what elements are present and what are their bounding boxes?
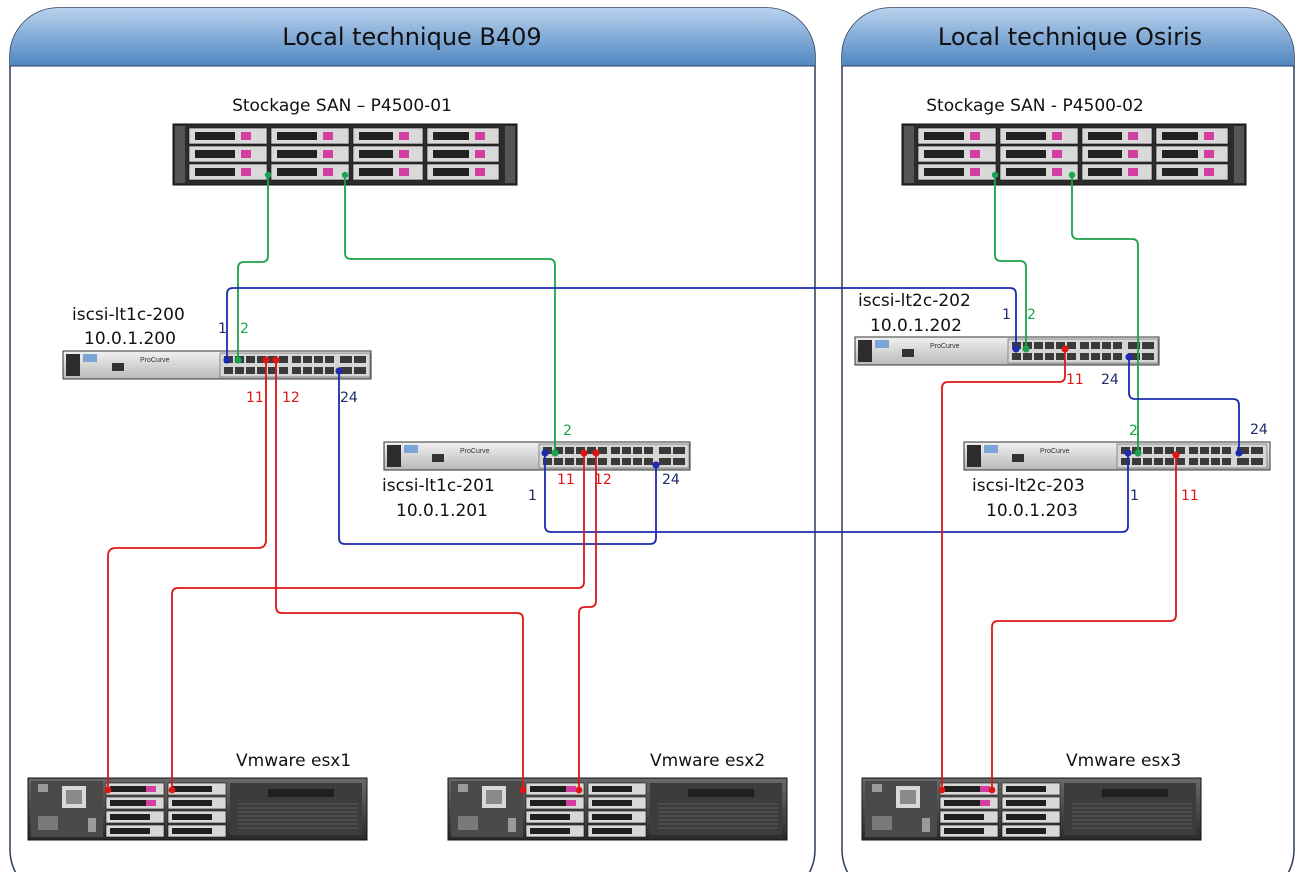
switch-iscsi-lt2c-202: iscsi-lt2c-202 10.0.1.202 ProCurve — [854, 291, 1160, 366]
sw201-port-12: 12 — [594, 472, 612, 488]
link-san2-sw203-p2 — [1071, 175, 1139, 453]
sw202-port-1: 1 — [1002, 307, 1011, 323]
sw202-port-11: 11 — [1066, 372, 1084, 388]
port-labels-sw203: 1 2 11 24 — [1129, 422, 1268, 504]
sw203-port-1: 1 — [1130, 488, 1139, 504]
link-sw201-p12-esx2 — [578, 453, 597, 790]
server-vmware-esx3: Vmware esx3 — [861, 751, 1202, 841]
port-labels-sw202: 1 2 11 24 — [1002, 307, 1119, 388]
link-sw200-p1-sw202-p1 — [226, 287, 1017, 360]
storage-links — [237, 175, 1139, 453]
storage-link-dots — [234, 171, 1142, 457]
sw202-port-24: 24 — [1101, 372, 1119, 388]
server-vmware-esx1: Vmware esx1 — [27, 751, 368, 841]
server-esx1-label: Vmware esx1 — [236, 751, 351, 771]
link-san1-sw201-p2 — [344, 175, 556, 453]
sw200-port-24: 24 — [340, 390, 358, 406]
switch-iscsi-lt1c-201: ProCurve iscsi-lt1c-201 10.0.1.201 — [382, 441, 691, 521]
sw201-port-24: 24 — [662, 472, 680, 488]
san-p4500-02: Stockage SAN - P4500-02 — [901, 96, 1247, 186]
room-title-osiris: Local technique Osiris — [938, 23, 1202, 51]
port-labels-sw200: 1 2 11 12 24 — [218, 321, 358, 406]
sw200-port-2: 2 — [240, 321, 249, 337]
server-esx2-label: Vmware esx2 — [650, 751, 765, 771]
room-osiris: Local technique Osiris — [841, 7, 1295, 872]
link-san2-sw202-p2 — [994, 175, 1027, 349]
link-san1-sw200-p2 — [237, 175, 269, 358]
sw201-port-2: 2 — [563, 423, 572, 439]
switch-200-brand: ProCurve — [140, 357, 170, 364]
san-p4500-01: Stockage SAN – P4500-01 — [172, 96, 518, 186]
switch-202-ip: 10.0.1.202 — [870, 316, 962, 336]
sw200-port-11: 11 — [246, 390, 264, 406]
san-p4500-02-label: Stockage SAN - P4500-02 — [926, 96, 1144, 116]
switch-202-name: iscsi-lt2c-202 — [858, 291, 971, 311]
link-sw203-p11-esx3 — [991, 455, 1177, 790]
san-p4500-01-label: Stockage SAN – P4500-01 — [232, 96, 452, 116]
switch-200-ip: 10.0.1.200 — [84, 329, 176, 349]
interswitch-link-dots — [223, 345, 1243, 469]
sw203-port-24: 24 — [1250, 422, 1268, 438]
room-title-b409: Local technique B409 — [282, 23, 541, 51]
switch-201-name: iscsi-lt1c-201 — [382, 476, 495, 496]
link-sw202-p11-esx3 — [941, 349, 1066, 790]
link-sw200-p11-esx1 — [107, 360, 267, 790]
switch-203-ip: 10.0.1.203 — [986, 501, 1078, 521]
server-link-dots — [104, 345, 1180, 794]
link-sw200-p24-sw201-p24 — [338, 371, 657, 545]
sw203-port-11: 11 — [1181, 488, 1199, 504]
switch-iscsi-lt1c-200: iscsi-lt1c-200 10.0.1.200 ProCurve — [62, 305, 372, 380]
interswitch-links — [226, 287, 1240, 545]
sw201-port-1: 1 — [528, 488, 537, 504]
sw201-port-11: 11 — [557, 472, 575, 488]
switch-203-brand: ProCurve — [1040, 448, 1070, 455]
sw200-port-12: 12 — [282, 390, 300, 406]
server-vmware-esx2: Vmware esx2 — [447, 751, 788, 841]
sw200-port-1: 1 — [218, 321, 227, 337]
switch-202-brand: ProCurve — [930, 343, 960, 350]
sw202-port-2: 2 — [1027, 307, 1036, 323]
link-sw201-p11-esx1 — [171, 453, 585, 790]
link-sw202-p24-sw203-p24 — [1128, 357, 1240, 453]
switch-201-ip: 10.0.1.201 — [396, 501, 488, 521]
switch-203-name: iscsi-lt2c-203 — [972, 476, 1085, 496]
link-sw201-p1-sw203-p1 — [544, 453, 1129, 533]
switch-200-name: iscsi-lt1c-200 — [72, 305, 185, 325]
server-links — [107, 349, 1177, 790]
sw203-port-2: 2 — [1129, 423, 1138, 439]
server-esx3-label: Vmware esx3 — [1066, 751, 1181, 771]
link-sw200-p12-esx2 — [275, 360, 524, 790]
switch-iscsi-lt2c-203: ProCurve iscsi-lt2c-203 10.0.1.203 — [963, 441, 1271, 521]
switch-201-brand: ProCurve — [460, 448, 490, 455]
room-b409: Local technique B409 — [9, 7, 816, 872]
port-labels-sw201: 1 2 11 12 24 — [528, 423, 680, 504]
